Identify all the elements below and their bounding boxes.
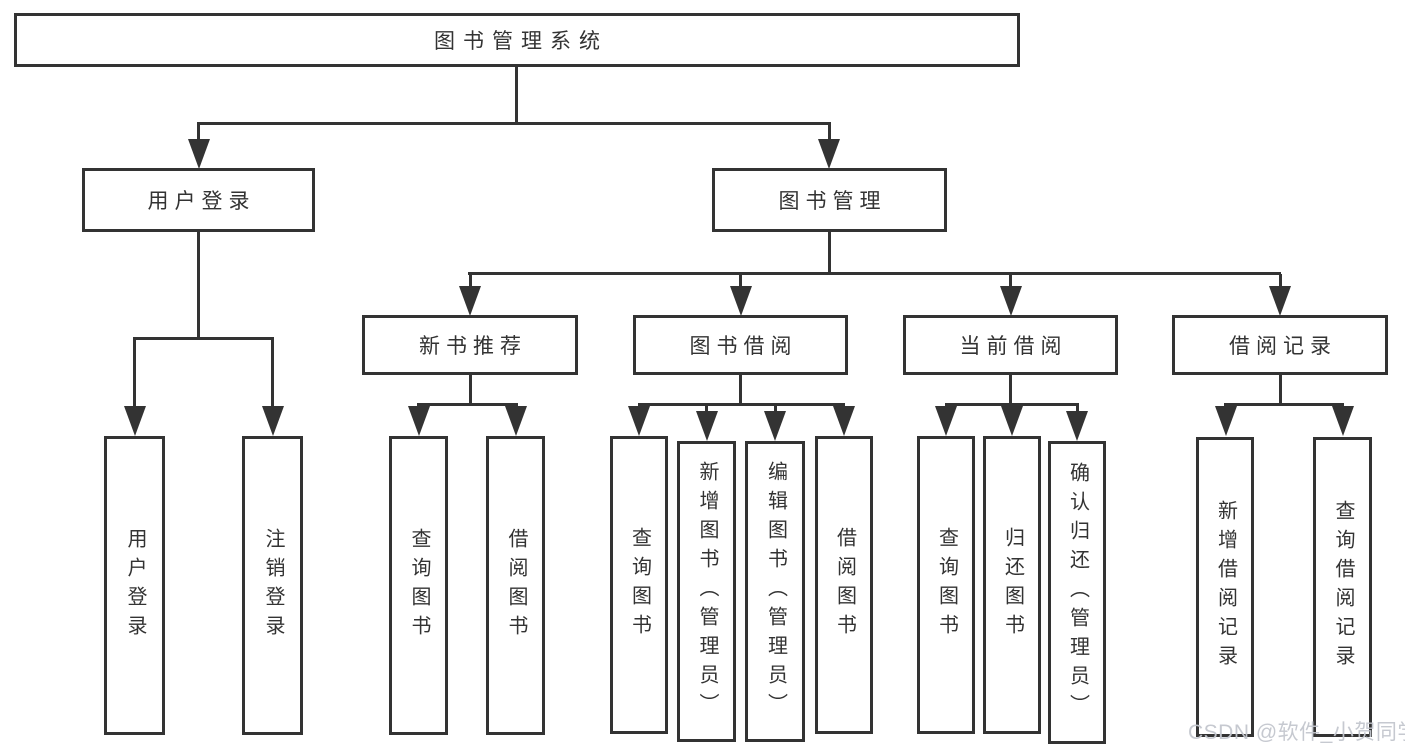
edge-book-borrow-rail [638, 403, 845, 406]
arrowhead-icon [628, 406, 650, 436]
leaf-current-return-book: 归还图书 [983, 436, 1041, 734]
edge-book-mgmt-drop-1 [469, 274, 472, 287]
arrowhead-icon [408, 406, 430, 436]
node-label: 图书管理 [778, 190, 887, 213]
edge-user-login-rail [133, 337, 274, 340]
edge-user-login-stem [197, 232, 200, 337]
edge-book-mgmt-drop-4 [1279, 274, 1282, 287]
leaf-borrow-query-book: 查询图书 [610, 436, 668, 734]
edge-borrow-records-rail [1224, 403, 1344, 406]
node-label: 图书管理系统 [434, 30, 608, 53]
arrowhead-icon [1066, 411, 1088, 441]
edge-current-borrow-drop-3 [1076, 405, 1079, 413]
arrowhead-icon [935, 406, 957, 436]
edge-current-borrow-rail [945, 403, 1079, 406]
node-borrow-records: 借阅记录 [1172, 315, 1388, 375]
edge-root-rail [197, 122, 831, 125]
arrowhead-icon [124, 406, 146, 436]
arrowhead-icon [505, 406, 527, 436]
node-label: 注销登录 [262, 527, 284, 644]
node-book-borrow: 图书借阅 [633, 315, 848, 375]
node-user-login: 用户登录 [82, 168, 315, 232]
leaf-records-query-record: 查询借阅记录 [1313, 437, 1372, 737]
node-current-borrow: 当前借阅 [903, 315, 1118, 375]
arrowhead-icon [1000, 286, 1022, 316]
edge-book-mgmt-drop-2 [739, 274, 742, 287]
leaf-records-add-record: 新增借阅记录 [1196, 437, 1254, 737]
edge-new-book-rail [417, 403, 518, 406]
node-label: 用户登录 [124, 527, 146, 644]
node-label: 借阅图书 [505, 527, 527, 644]
node-label: 新增图书（管理员） [696, 461, 718, 722]
node-label: 归还图书 [1001, 527, 1024, 643]
node-label: 借阅记录 [1229, 335, 1337, 358]
node-label: 图书借阅 [689, 335, 798, 358]
node-label: 查询图书 [408, 527, 430, 644]
leaf-borrow-edit-book-admin: 编辑图书（管理员） [745, 441, 805, 742]
node-book-management: 图书管理 [712, 168, 947, 232]
edge-book-mgmt-drop-3 [1009, 274, 1012, 287]
leaf-user-login: 用户登录 [104, 436, 165, 735]
node-new-book-recommend: 新书推荐 [362, 315, 578, 375]
arrowhead-icon [1332, 406, 1354, 436]
arrowhead-icon [1215, 406, 1237, 436]
arrowhead-icon [730, 286, 752, 316]
node-label: 查询图书 [628, 527, 651, 643]
arrowhead-icon [459, 286, 481, 316]
edge-book-borrow-drop-3 [774, 405, 777, 413]
arrowhead-icon [188, 139, 210, 169]
edge-user-login-drop-2 [271, 339, 274, 407]
node-label: 借阅图书 [833, 527, 856, 643]
node-label: 新增借阅记录 [1214, 500, 1237, 674]
leaf-current-query-book: 查询图书 [917, 436, 975, 734]
leaf-borrow-add-book-admin: 新增图书（管理员） [677, 441, 736, 742]
node-root-system: 图书管理系统 [14, 13, 1020, 67]
edge-book-mgmt-stem [828, 232, 831, 275]
edge-root-drop-1 [197, 124, 200, 140]
edge-book-mgmt-rail [468, 272, 1281, 275]
node-label: 用户登录 [147, 190, 256, 213]
edge-root-stem [515, 67, 518, 122]
arrowhead-icon [696, 411, 718, 441]
edge-book-borrow-drop-2 [705, 405, 708, 413]
node-label: 新书推荐 [419, 335, 527, 358]
leaf-newbook-borrow-book: 借阅图书 [486, 436, 545, 735]
edge-borrow-records-stem [1279, 375, 1282, 405]
leaf-newbook-query-book: 查询图书 [389, 436, 448, 735]
leaf-borrow-borrow-book: 借阅图书 [815, 436, 873, 734]
edge-root-drop-2 [828, 124, 831, 140]
edge-user-login-drop-1 [133, 339, 136, 407]
node-label: 当前借阅 [959, 335, 1068, 358]
arrowhead-icon [764, 411, 786, 441]
arrowhead-icon [1269, 286, 1291, 316]
node-label: 确认归还（管理员） [1066, 462, 1089, 723]
leaf-current-confirm-return-admin: 确认归还（管理员） [1048, 441, 1106, 744]
watermark-text: CSDN @软件_小贺同学 [1188, 721, 1405, 744]
edge-book-borrow-stem [739, 375, 742, 405]
node-label: 编辑图书（管理员） [764, 461, 787, 722]
arrowhead-icon [818, 139, 840, 169]
arrowhead-icon [262, 406, 284, 436]
edge-current-borrow-stem [1009, 375, 1012, 405]
arrowhead-icon [1001, 406, 1023, 436]
arrowhead-icon [833, 406, 855, 436]
node-label: 查询借阅记录 [1332, 500, 1354, 674]
leaf-logout-login: 注销登录 [242, 436, 303, 735]
edge-new-book-stem [469, 375, 472, 405]
node-label: 查询图书 [935, 527, 958, 643]
